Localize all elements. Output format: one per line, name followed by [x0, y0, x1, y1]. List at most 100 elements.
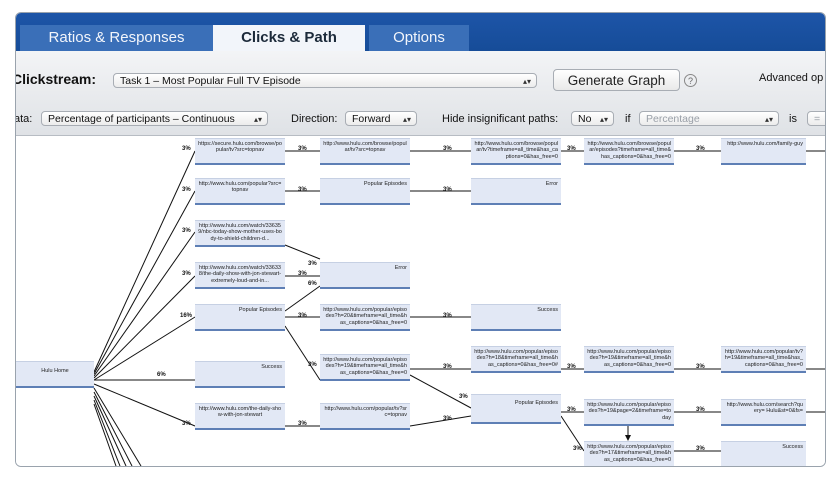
- app-window: Ratios & Responses Clicks & Path Options…: [15, 12, 826, 467]
- edge-label: 3%: [182, 271, 191, 277]
- generate-graph-button[interactable]: Generate Graph: [553, 69, 680, 91]
- edge-1e-2e: [284, 325, 321, 381]
- data-label: ata:: [15, 113, 33, 125]
- node-5a[interactable]: http://www.hulu.com/family-guy: [721, 138, 806, 165]
- node-2a[interactable]: http://www.hulu.com/browse/popular/tv?sr…: [320, 138, 410, 165]
- tab-bar: Ratios & Responses Clicks & Path Options: [16, 13, 825, 51]
- edge-root-more-4: [93, 399, 121, 466]
- condition-select[interactable]: =: [807, 111, 825, 126]
- advanced-options-link[interactable]: Advanced op: [759, 72, 824, 84]
- node-5b[interactable]: http://www.hulu.com/popular/tv?h=19&time…: [721, 346, 806, 373]
- edge-3e-4d: [560, 415, 585, 452]
- edge-label: 3%: [298, 146, 307, 152]
- edge-label: 3%: [182, 228, 191, 234]
- node-3d[interactable]: http://www.hulu.com/popular/episodes?h=1…: [471, 346, 561, 373]
- metric-select-value: Percentage: [646, 113, 700, 125]
- node-3b[interactable]: Error: [471, 178, 561, 205]
- edge-label: 3%: [696, 407, 705, 413]
- edge-label: 3%: [567, 407, 576, 413]
- edge-root-1a: [93, 150, 196, 373]
- edge-root-1e: [93, 316, 196, 381]
- node-2f[interactable]: http://www.hulu.com/popular/tv?src=topna…: [320, 403, 410, 430]
- edge-label: 3%: [573, 446, 582, 452]
- tab-options[interactable]: Options: [369, 25, 469, 51]
- node-1d[interactable]: http://www.hulu.com/watch/336338/the-dai…: [195, 262, 285, 289]
- node-2b[interactable]: Popular Episodes: [320, 178, 410, 205]
- node-3c[interactable]: Success: [471, 304, 561, 331]
- edge-2f-3e: [409, 415, 472, 427]
- node-4b[interactable]: http://www.hulu.com/popular/episodes?h=1…: [584, 346, 674, 373]
- select-arrows-icon: ▴▾: [402, 115, 411, 124]
- edge-root-more-1: [93, 387, 142, 466]
- edge-label: 3%: [182, 187, 191, 193]
- node-1e[interactable]: Popular Episodes: [195, 304, 285, 331]
- edge-label: 3%: [182, 421, 191, 427]
- tab-clicks-path[interactable]: Clicks & Path: [213, 25, 365, 51]
- edge-2e-3e: [409, 374, 472, 409]
- arrowhead-icon: [625, 435, 631, 441]
- hide-paths-label: Hide insignificant paths:: [442, 113, 559, 125]
- data-select-value: Percentage of participants – Continuous: [48, 113, 235, 125]
- node-3a[interactable]: http://www.hulu.com/browse/popular/tv?ti…: [471, 138, 561, 165]
- edge-label: 3%: [567, 146, 576, 152]
- edge-label: 6%: [157, 372, 166, 378]
- node-3e[interactable]: Popular Episodes: [471, 394, 561, 424]
- edge-root-1b: [93, 190, 196, 375]
- edge-label: 6%: [308, 281, 317, 287]
- edge-label: 3%: [696, 446, 705, 452]
- node-1g[interactable]: http://www.hulu.com/the-daily-show-with-…: [195, 403, 285, 430]
- node-1b[interactable]: http://www.hulu.com/popular?src=topnav: [195, 178, 285, 205]
- task-select[interactable]: Task 1 – Most Popular Full TV Episode ▴▾: [113, 73, 537, 88]
- task-select-value: Task 1 – Most Popular Full TV Episode: [120, 75, 301, 87]
- edge-root-1g: [93, 383, 196, 427]
- edge-label: 3%: [696, 146, 705, 152]
- edge-label: 3%: [308, 362, 317, 368]
- node-4d[interactable]: http://www.hulu.com/popular/episodes?h=1…: [584, 441, 674, 466]
- select-arrows-icon: ▴▾: [522, 77, 531, 86]
- metric-select[interactable]: Percentage ▴▾: [639, 111, 779, 126]
- edge-label: 3%: [298, 187, 307, 193]
- node-4a[interactable]: http://www.hulu.com/browse/popular/episo…: [584, 138, 674, 165]
- direction-label: Direction:: [291, 113, 338, 125]
- node-5c[interactable]: http://www.hulu.com/search?query= Hulu&s…: [721, 399, 806, 426]
- edge-label: 3%: [298, 421, 307, 427]
- direction-select-value: Forward: [352, 113, 391, 125]
- edge-label: 3%: [443, 364, 452, 370]
- select-arrows-icon: ▴▾: [599, 115, 608, 124]
- edge-label: 3%: [298, 271, 307, 277]
- edge-root-more-3: [93, 395, 127, 466]
- node-root[interactable]: Hulu Home: [16, 361, 94, 388]
- node-2e[interactable]: http://www.hulu.com/popular/episodes?h=1…: [320, 354, 410, 381]
- edge-label: 3%: [443, 313, 452, 319]
- edge-label: 3%: [308, 261, 317, 267]
- data-select[interactable]: Percentage of participants – Continuous ▴…: [41, 111, 268, 126]
- edge-root-1c: [93, 231, 196, 377]
- direction-select[interactable]: Forward ▴▾: [345, 111, 417, 126]
- select-arrows-icon: ▴▾: [253, 115, 262, 124]
- select-arrows-icon: ▴▾: [764, 115, 773, 124]
- edge-label: 3%: [443, 416, 452, 422]
- edge-label: 3%: [443, 146, 452, 152]
- node-1f[interactable]: Success: [195, 361, 285, 388]
- node-2c[interactable]: Error: [320, 262, 410, 289]
- edge-label: 3%: [182, 146, 191, 152]
- hide-paths-select-value: No: [578, 113, 592, 125]
- is-label: is: [789, 113, 797, 125]
- node-1a[interactable]: https://secure.hulu.com/browse/popular/t…: [195, 138, 285, 165]
- hide-paths-select[interactable]: No ▴▾: [571, 111, 614, 126]
- condition-select-value: =: [814, 113, 821, 125]
- if-label: if: [625, 113, 631, 125]
- edge-root-more-2: [93, 391, 133, 466]
- node-5d[interactable]: Success: [721, 441, 806, 466]
- edge-label: 3%: [567, 364, 576, 370]
- clickstream-label: Clickstream:: [15, 71, 97, 87]
- edge-label: 3%: [459, 394, 468, 400]
- help-icon[interactable]: ?: [684, 74, 697, 87]
- node-1c[interactable]: http://www.hulu.com/watch/336359/nbc-tod…: [195, 220, 285, 247]
- node-2d[interactable]: http://www.hulu.com/popular/episodes?h=2…: [320, 304, 410, 331]
- edge-label: 3%: [696, 364, 705, 370]
- edge-1c-2c: [284, 244, 321, 260]
- tab-ratios-responses[interactable]: Ratios & Responses: [20, 25, 213, 51]
- edge-1e-2c: [284, 285, 321, 312]
- node-4c[interactable]: http://www.hulu.com/popular/episodes?h=1…: [584, 399, 674, 426]
